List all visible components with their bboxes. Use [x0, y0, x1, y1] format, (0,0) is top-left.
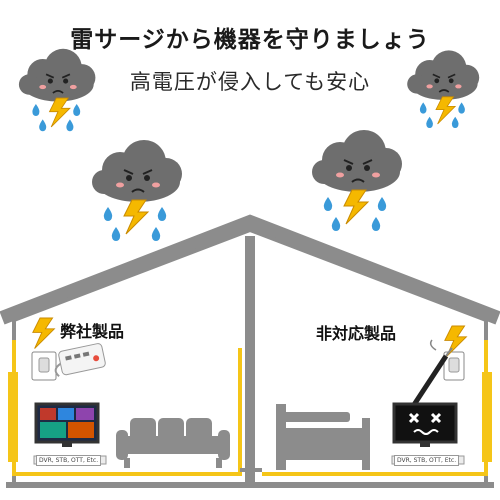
right-device-label: DVR, STB, OTT, Etc. — [394, 455, 460, 466]
storm-cloud-icon — [311, 129, 403, 231]
storm-cloud-icon — [18, 47, 97, 132]
tv-icon — [34, 402, 100, 447]
subline: 高電圧が侵入しても安心 — [129, 70, 371, 94]
storm-cloud-icon — [91, 139, 183, 241]
our-product-label: 弊社製品 — [60, 322, 125, 341]
wall-outlet-left — [31, 351, 57, 381]
power-strip-icon — [54, 343, 106, 378]
wall-outlet-right — [443, 351, 465, 381]
headline: 雷サージから機器を守りましょう — [70, 27, 430, 53]
broken-tv-icon — [392, 402, 458, 447]
lightning-bolt-icon — [32, 317, 55, 350]
left-device-label: DVR, STB, OTT, Etc. — [36, 455, 102, 466]
storm-cloud-icon — [406, 49, 481, 128]
sofa-icon — [116, 418, 230, 468]
bed-icon — [276, 404, 370, 470]
right-wall-wire — [482, 372, 492, 462]
non-compatible-label: 非対応製品 — [316, 324, 397, 343]
left-wall-wire — [8, 372, 18, 462]
